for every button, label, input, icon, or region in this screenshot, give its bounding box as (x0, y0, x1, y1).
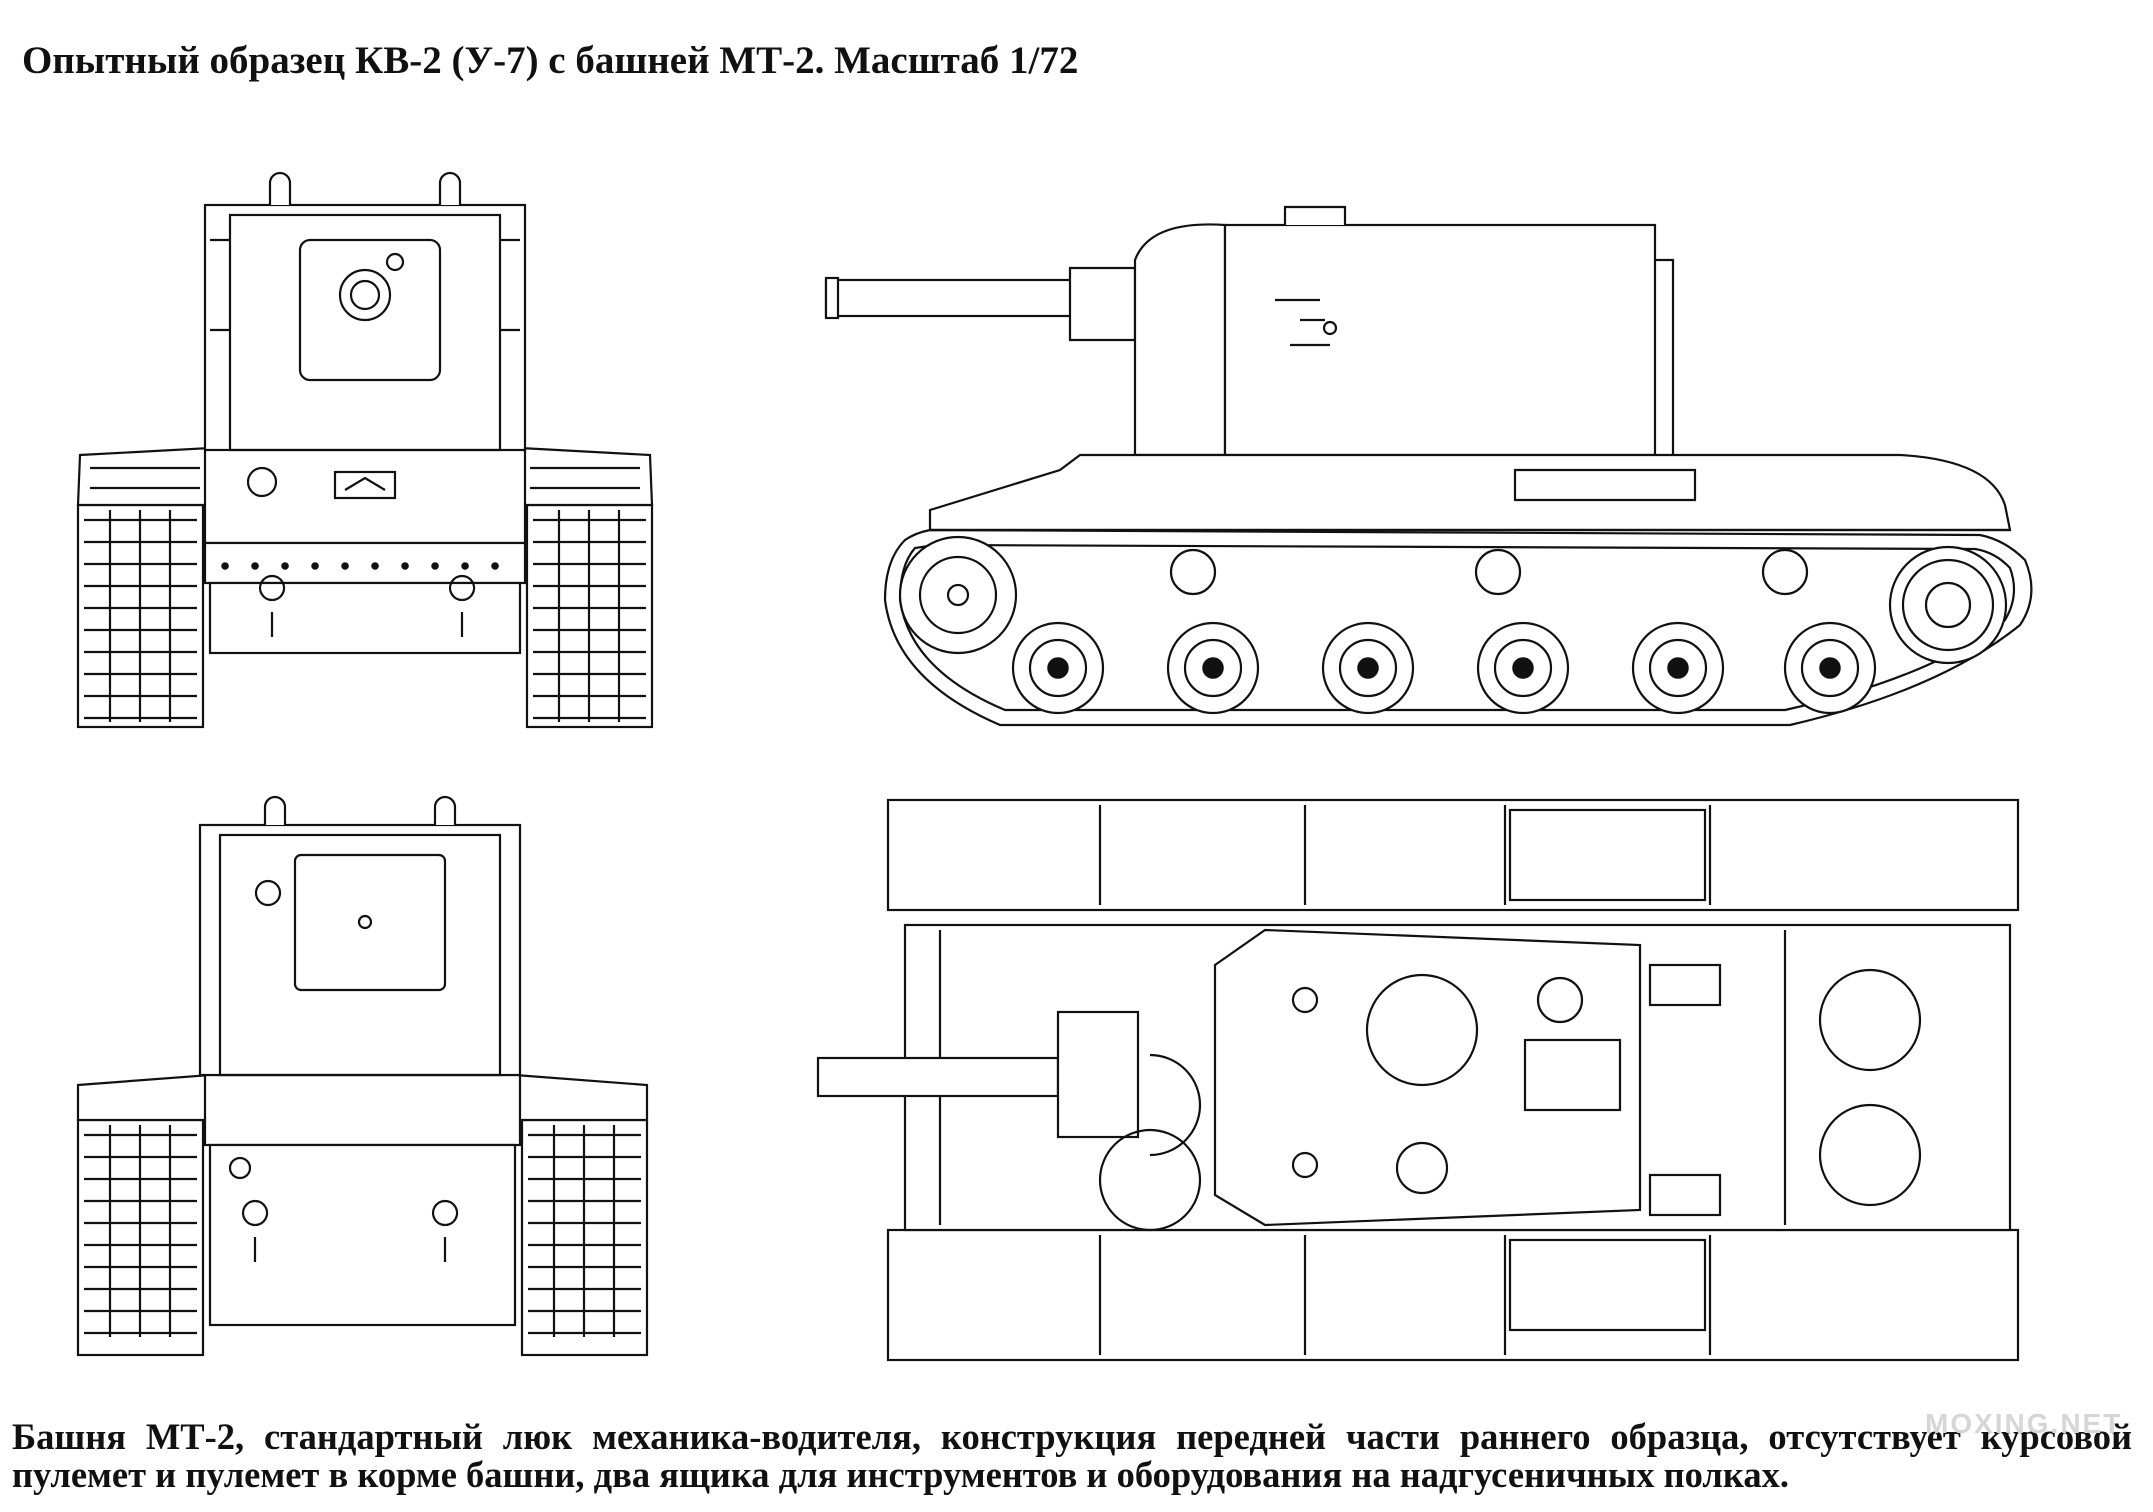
side-view (824, 205, 2033, 727)
top-gun-barrel (816, 1056, 1060, 1098)
rear-view (76, 795, 649, 1357)
top-tool-box-right (1508, 1238, 1707, 1332)
rear-left-fender (76, 1073, 214, 1122)
side-turret-front (1133, 223, 1227, 457)
front-headlight (246, 466, 278, 498)
gun-barrel-end (338, 268, 392, 322)
rear-hull-plate (208, 1143, 517, 1327)
side-hull (928, 453, 2012, 532)
driver-visor (333, 470, 397, 500)
side-idler-wheel (898, 535, 1018, 655)
side-turret-box (1223, 223, 1657, 457)
top-view (816, 798, 2020, 1362)
top-engine-hatch (1818, 968, 1922, 1072)
tow-hooks (258, 574, 476, 637)
side-drive-sprocket (1888, 545, 2008, 665)
side-gun-barrel (824, 278, 1073, 318)
top-gun-mantlet (1056, 1010, 1140, 1139)
top-tool-box-left (1508, 808, 1707, 902)
page-title: Опытный образец КВ-2 (У-7) с башней МТ-2… (22, 39, 1079, 82)
side-return-roller (1169, 548, 1217, 596)
side-turret-hatch (1283, 205, 1347, 225)
rear-hull-upper (203, 1073, 522, 1147)
front-left-fender (76, 446, 214, 507)
watermark: MOXING.NET (1925, 1408, 2123, 1439)
top-turret (1213, 928, 1642, 1227)
side-track (883, 528, 2033, 727)
side-road-wheels (1011, 621, 1877, 715)
top-left-fender (886, 798, 2020, 912)
front-view (76, 171, 654, 729)
front-right-fender (516, 446, 654, 507)
rear-right-fender (511, 1073, 649, 1122)
caption-text: Башня МТ-2, стандартный люк механика-вод… (12, 1418, 2132, 1495)
top-right-fender (886, 1228, 2020, 1362)
top-turret-hatch (1365, 973, 1479, 1087)
side-gun-mantlet (1068, 266, 1137, 342)
